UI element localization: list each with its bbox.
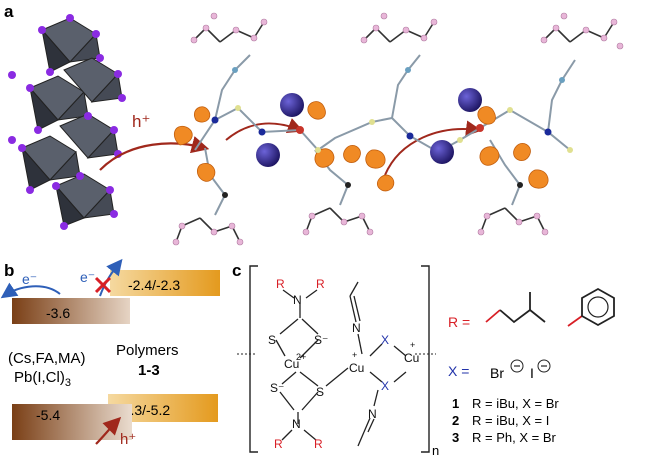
svg-text:N: N [352,321,361,335]
panel-a-hole-label: h⁺ [132,112,150,131]
panel-c-label: c [232,261,241,280]
chain-atoms [211,67,573,198]
svg-text:Cu: Cu [284,357,299,371]
svg-text:S⁻: S⁻ [270,381,284,395]
repeat-subscript-n: n [432,443,439,457]
x-definition-label: X = [448,363,469,379]
svg-text:X: X [381,379,389,393]
svg-text:3: 3 [452,430,459,445]
svg-text:2+: 2+ [296,352,306,362]
polymers-label-line2: 1-3 [138,362,160,379]
svg-text:N: N [368,407,377,421]
hole-transfer-arrow-1 [99,136,210,171]
svg-text:2: 2 [452,413,459,428]
panel-c: c n [232,261,615,457]
svg-text:+: + [410,340,415,350]
compound-list: 1 R = iBu, X = Br 2 R = iBu, X = I 3 R =… [452,396,559,445]
electron-arrow-left [0,282,61,299]
copper-complex-structure [275,281,407,447]
svg-text:S: S [268,333,276,347]
svg-text:1: 1 [452,396,459,411]
complex-atom-labels: R N R S S⁻ Cu 2+ S⁻ S N R R Cu + Cu + X … [268,277,419,451]
orbital-density [173,101,549,192]
level-bar-top-left [12,298,130,324]
halide-bromide: Br [490,365,504,381]
perovskite-label-line1: (Cs,FA,MA) [8,350,86,367]
svg-text:R = iBu, X = Br: R = iBu, X = Br [472,396,559,411]
svg-text:R: R [314,437,323,451]
level-bar-bottom-left [12,404,132,440]
svg-text:+: + [352,350,357,360]
svg-text:S⁻: S⁻ [314,333,328,347]
polymers-label-line1: Polymers [116,342,179,359]
level-bar-top-right [110,270,220,296]
blocked-transfer-cross [94,276,112,294]
panel-b-label: b [4,261,14,280]
hole-label-b: h⁺ [120,431,136,448]
svg-text:R: R [276,277,285,291]
phenyl-group [567,287,615,327]
svg-text:S: S [316,385,324,399]
svg-text:N: N [293,293,302,307]
halide-iodide: I [530,365,534,381]
perovskite-label-line2: Pb(I,Cl)3 [14,369,71,389]
level-bottom-left-label: -5.4 [36,407,60,423]
svg-text:R: R [316,277,325,291]
polymer-brackets [249,265,430,453]
hole-arrow-b [95,416,122,445]
hole-transfer-arrow-2 [225,118,304,141]
electron-right-label: e⁻ [80,269,95,285]
svg-text:Cu: Cu [404,351,419,365]
bromide-charge-icon [510,359,524,373]
svg-text:X: X [381,333,389,347]
iodide-spheres [256,88,482,167]
panel-a: a [4,2,624,246]
r-definition-label: R = [448,314,470,330]
iodide-charge-icon [537,359,551,373]
isobutyl-group [485,292,546,324]
svg-text:Cu: Cu [349,361,364,375]
perovskite-octahedra [8,14,126,230]
svg-text:N: N [292,417,301,431]
hole-transfer-arrow-3 [384,120,482,176]
panel-a-label: a [4,2,14,21]
electron-left-label: e⁻ [22,271,37,287]
panel-b: b -3.6 -2.4/-2.3 e⁻ e⁻ (Cs,FA,MA) Pb(I,C… [0,258,220,448]
level-top-left-label: -3.6 [46,305,70,321]
svg-text:R = Ph, X = Br: R = Ph, X = Br [472,430,556,445]
hydrogen-atoms [172,12,624,246]
svg-text:R: R [274,437,283,451]
level-top-right-label: -2.4/-2.3 [128,277,180,293]
svg-text:R = iBu, X = I: R = iBu, X = I [472,413,549,428]
